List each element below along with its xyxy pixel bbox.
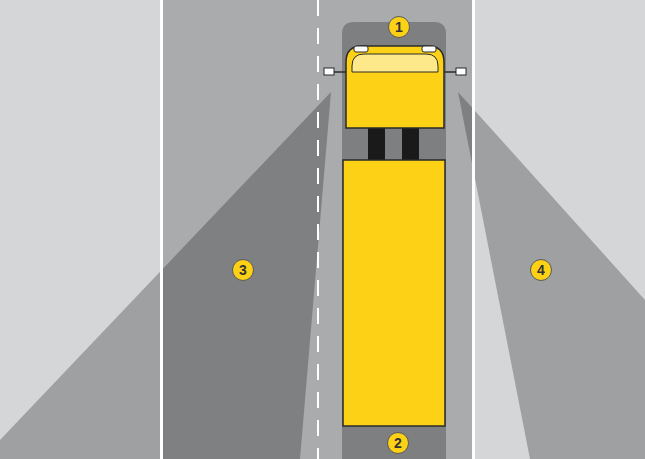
mirror (324, 68, 334, 75)
trailer (343, 160, 445, 426)
mirror (456, 68, 466, 75)
mirror-arm (334, 71, 346, 73)
cab (346, 46, 444, 128)
coupling (402, 128, 419, 162)
coupling (368, 128, 385, 162)
callout-number: 4 (530, 259, 552, 281)
headlight (422, 46, 436, 52)
right-blind-spot (458, 92, 645, 459)
headlight (354, 46, 368, 52)
front-rear-blind-spot (342, 22, 446, 459)
left-blind-spot (0, 92, 331, 459)
callout-number: 3 (232, 259, 254, 281)
callout-number: 1 (388, 16, 410, 38)
center-dashed-line (317, 0, 319, 459)
road-edge-line (472, 0, 475, 459)
callout-number: 2 (387, 432, 409, 454)
windshield (352, 54, 438, 72)
mirror-arm (444, 71, 456, 73)
road-edge-line (160, 0, 163, 459)
